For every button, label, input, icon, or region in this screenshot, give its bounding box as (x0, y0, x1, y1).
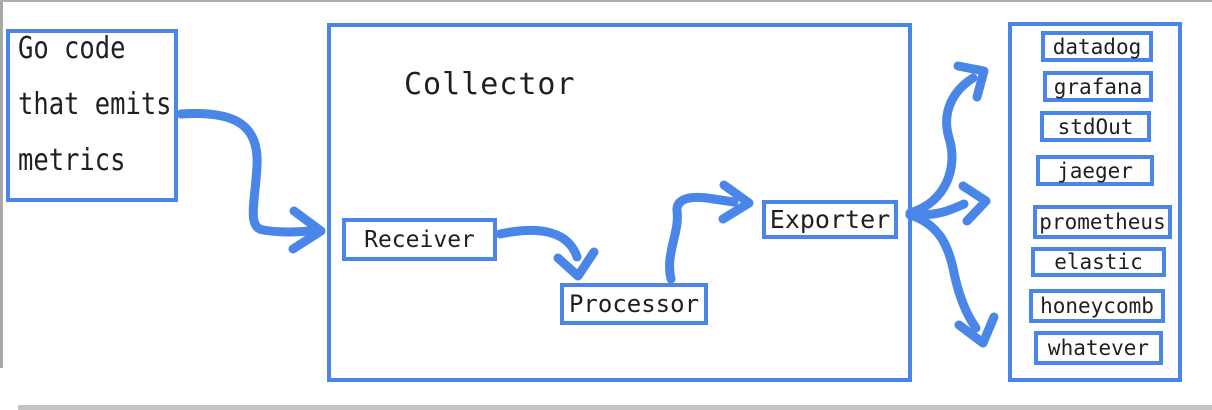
arrow-fanout-down (905, 210, 981, 333)
source-box-text: Go code that emits metrics (18, 31, 172, 189)
exporter-node: Exporter (762, 200, 898, 239)
arrow-source-to-collector-head (288, 206, 326, 254)
destination-grafana: grafana (1043, 71, 1153, 102)
window-frame-bottom-line (18, 405, 1212, 410)
destination-prometheus: prometheus (1033, 205, 1172, 239)
collector-title: Collector (404, 67, 576, 102)
destination-whatever: whatever (1034, 331, 1163, 365)
window-frame-left-line (0, 2, 3, 368)
arrow-fanout-up-head (953, 61, 989, 102)
arrow-fanout-down-head (954, 312, 999, 348)
source-line-1: Go code (18, 31, 126, 66)
destination-jaeger: jaeger (1036, 155, 1154, 186)
arrow-fanout-middle (905, 199, 969, 220)
destination-elastic: elastic (1031, 247, 1166, 277)
window-frame-top-line (0, 0, 1212, 2)
destination-stdout: stdOut (1040, 111, 1151, 142)
processor-node: Processor (560, 283, 708, 325)
destination-datadog: datadog (1041, 31, 1153, 62)
source-box: Go code that emits metrics (6, 29, 178, 202)
arrow-source-to-collector (176, 108, 315, 237)
arrow-fanout-up (905, 73, 978, 218)
destination-honeycomb: honeycomb (1029, 289, 1165, 323)
source-line-3: metrics (18, 143, 126, 178)
receiver-node: Receiver (342, 218, 497, 261)
source-line-2: that emits (18, 87, 172, 122)
arrow-fanout-middle-head (958, 181, 991, 226)
